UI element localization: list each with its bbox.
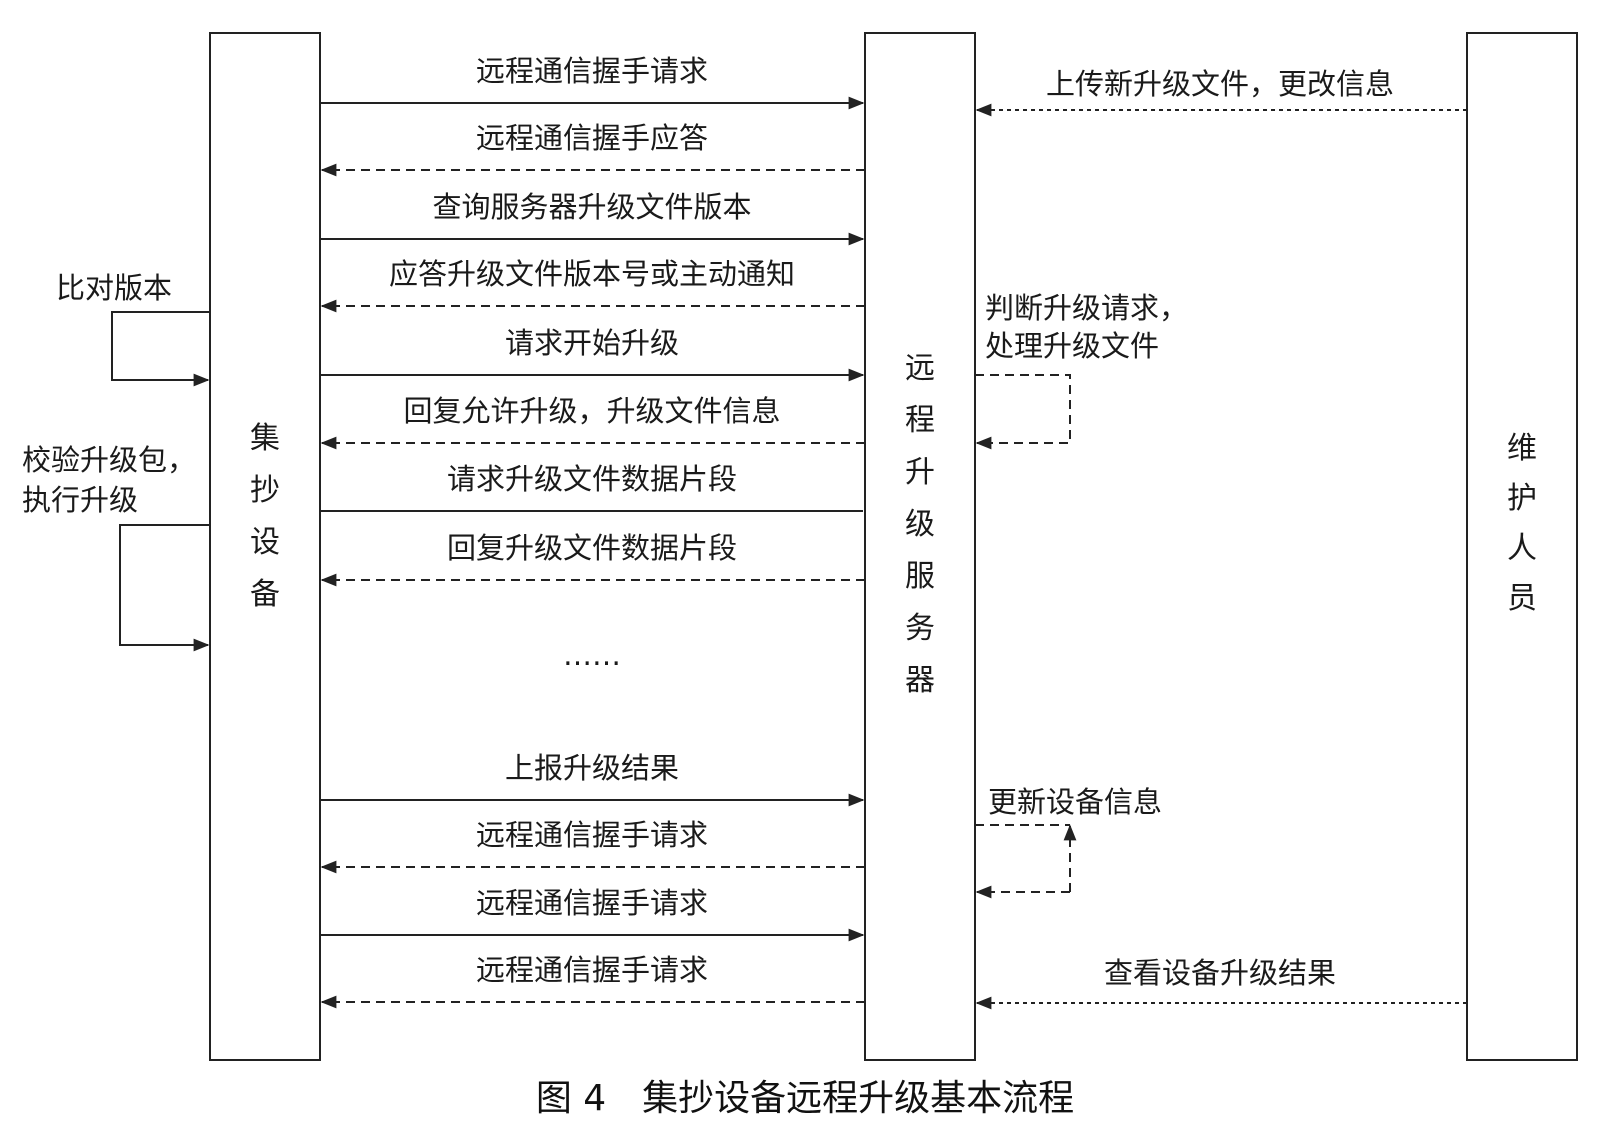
message-label-7: 请求升级文件数据片段 [447, 462, 737, 496]
ellipsis-text: …… [563, 638, 621, 672]
vtext-server-char: 升 [905, 455, 935, 490]
vtext-maintainer-char: 员 [1507, 581, 1537, 616]
message-label-8: 回复升级文件数据片段 [447, 531, 737, 565]
self-loop-verify-arrow [119, 524, 210, 652]
message-check-label: 查看设备升级结果 [1104, 956, 1336, 990]
message-label-11: 远程通信握手请求 [476, 886, 708, 920]
message-label-1: 远程通信握手请求 [476, 54, 708, 88]
self-loop-verify-label-1: 校验升级包， [22, 443, 196, 477]
message-label-9: 上报升级结果 [505, 751, 679, 785]
self-loop-judge-label-1: 判断升级请求， [985, 291, 1188, 325]
vtext-collector-char: 抄 [250, 473, 280, 508]
vtext-maintainer-char: 护 [1507, 481, 1537, 516]
message-label-4: 应答升级文件版本号或主动通知 [389, 257, 795, 291]
self-loop-verify-label-2: 执行升级 [22, 483, 138, 517]
lifeline-collector-box [209, 32, 321, 1061]
vtext-collector-char: 设 [250, 525, 280, 560]
vtext-server-char: 器 [905, 663, 935, 698]
vtext-server-char: 务 [905, 611, 935, 646]
self-loop-judge-label-2: 处理升级文件 [985, 329, 1159, 363]
collector-label: 集抄设备 [250, 421, 280, 612]
vtext-server-char: 级 [905, 507, 935, 542]
message-label-2: 远程通信握手应答 [476, 121, 708, 155]
self-loop-judge-arrow [975, 374, 1071, 450]
self-loop-compare-label: 比对版本 [56, 271, 172, 305]
message-label-6: 回复允许升级，升级文件信息 [403, 394, 780, 428]
message-label-12: 远程通信握手请求 [476, 953, 708, 987]
message-label-3: 查询服务器升级文件版本 [432, 190, 751, 224]
lifeline-server-box [864, 32, 976, 1061]
vtext-server-char: 程 [905, 403, 935, 438]
message-arrows: 远程通信握手请求远程通信握手应答查询服务器升级文件版本应答升级文件版本号或主动通… [320, 54, 865, 1009]
vtext-collector-char: 集 [250, 421, 280, 456]
self-loop-compare-arrow [111, 311, 210, 387]
message-label-5: 请求开始升级 [505, 326, 679, 360]
vtext-server-char: 远 [905, 351, 935, 386]
message-upload-label: 上传新升级文件，更改信息 [1046, 67, 1394, 101]
vtext-server-char: 服 [905, 559, 935, 594]
message-label-10: 远程通信握手请求 [476, 818, 708, 852]
vtext-maintainer-char: 人 [1507, 531, 1537, 566]
vtext-maintainer-char: 维 [1507, 431, 1537, 466]
vtext-collector-char: 备 [250, 577, 280, 612]
figure-caption: 图 4 集抄设备远程升级基本流程 [536, 1078, 1074, 1119]
self-loop-update-label: 更新设备信息 [988, 785, 1162, 819]
lifeline-maintainer-box [1466, 32, 1578, 1061]
